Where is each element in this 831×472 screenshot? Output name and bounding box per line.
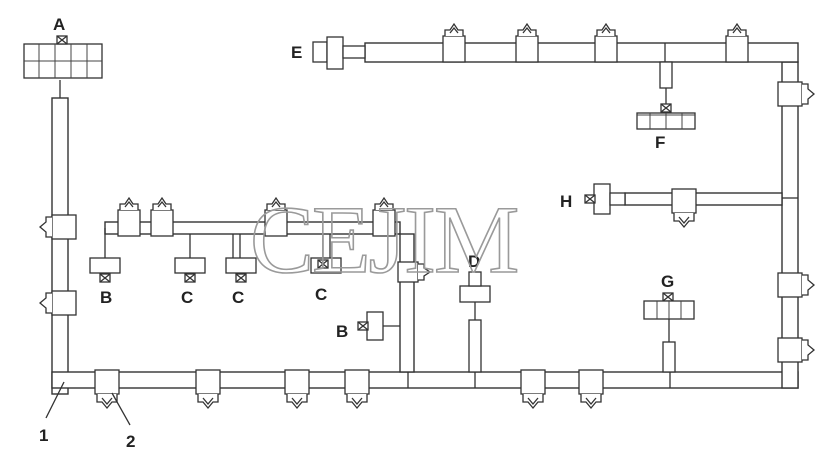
label-d: D xyxy=(468,252,480,271)
right-vent-2 xyxy=(777,272,815,298)
label-b-left: B xyxy=(100,288,112,307)
component-a xyxy=(23,35,103,79)
bottom-vent-5 xyxy=(520,369,546,409)
label-h: H xyxy=(560,192,572,211)
component-b-center xyxy=(357,311,400,341)
component-c-3 xyxy=(310,257,342,274)
label-g: G xyxy=(661,272,674,291)
bottom-vent-6 xyxy=(578,369,604,409)
top-vent-3 xyxy=(594,23,618,63)
label-b-center: B xyxy=(336,322,348,341)
bottom-main-pipe xyxy=(51,371,799,389)
component-g xyxy=(643,292,695,373)
component-c-2 xyxy=(225,257,257,283)
watermark: CEJIM xyxy=(250,186,517,293)
inner-branch-network xyxy=(104,197,432,373)
label-c-1: C xyxy=(181,288,193,307)
component-f xyxy=(636,61,696,130)
component-d xyxy=(459,271,491,373)
component-c-1 xyxy=(174,257,206,283)
callout-line-1 xyxy=(45,381,65,419)
top-vent-4 xyxy=(725,23,749,63)
component-h xyxy=(584,183,697,228)
component-e xyxy=(312,36,366,70)
callout-line-2 xyxy=(111,392,131,426)
branch-pipe-h xyxy=(624,192,783,206)
top-vent-2 xyxy=(515,23,539,63)
left-pipe-vent-lower xyxy=(39,290,77,316)
top-vent-1 xyxy=(442,23,466,63)
bottom-vent-1 xyxy=(94,369,120,409)
left-pipe-vent-upper xyxy=(39,214,77,240)
label-e: E xyxy=(291,43,302,62)
branch-h-vent xyxy=(671,188,697,228)
label-c-3: C xyxy=(315,285,327,304)
label-c-2: C xyxy=(232,288,244,307)
component-b-left xyxy=(89,257,121,283)
label-a: A xyxy=(53,15,65,34)
callout-1: 1 xyxy=(39,426,48,445)
right-vent-1 xyxy=(777,81,815,107)
bottom-vent-3 xyxy=(284,369,310,409)
bottom-vent-4 xyxy=(344,369,370,409)
right-vent-3 xyxy=(777,337,815,363)
bottom-vent-2 xyxy=(195,369,221,409)
callout-2: 2 xyxy=(126,432,135,451)
left-vertical-pipe xyxy=(51,97,69,395)
label-f: F xyxy=(655,133,665,152)
